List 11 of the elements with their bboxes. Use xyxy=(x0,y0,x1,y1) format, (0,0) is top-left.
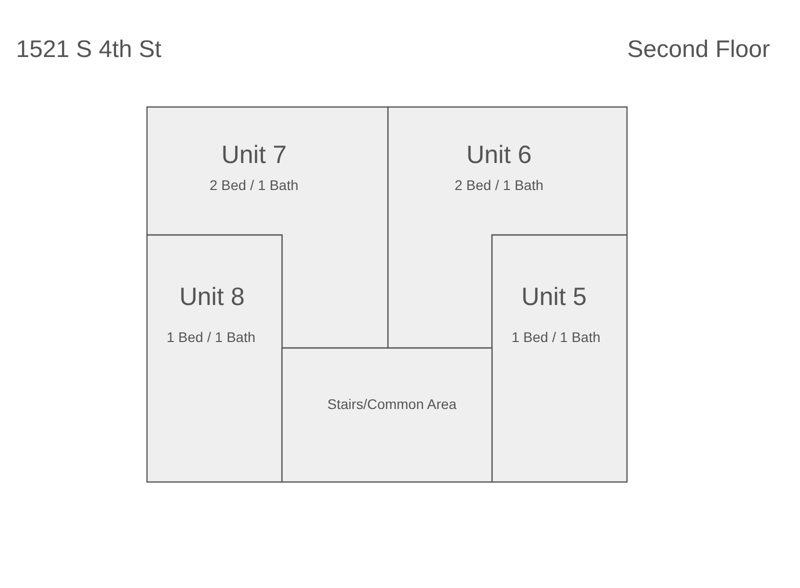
unit-details: 2 Bed / 1 Bath xyxy=(210,177,298,193)
unit-details: 1 Bed / 1 Bath xyxy=(166,329,256,345)
floor-label: Second Floor xyxy=(627,36,770,64)
unit-details: 2 Bed / 1 Bath xyxy=(454,177,544,193)
room-name: Stairs/Common Area xyxy=(327,396,457,412)
unit-name: Unit 7 xyxy=(221,141,287,170)
unit-name: Unit 8 xyxy=(179,283,245,312)
unit-name: Unit 6 xyxy=(466,141,532,170)
unit-details: 1 Bed / 1 Bath xyxy=(512,329,600,345)
unit-name: Unit 5 xyxy=(521,283,587,312)
address-title: 1521 S 4th St xyxy=(16,36,162,64)
